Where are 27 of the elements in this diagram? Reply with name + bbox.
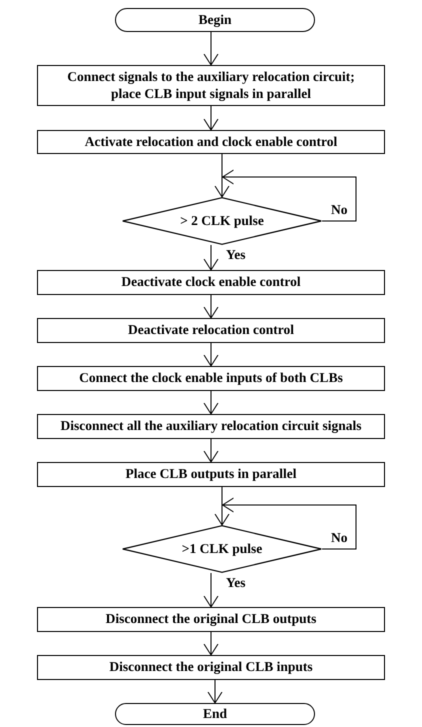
arrow [204, 632, 218, 656]
arrow [204, 342, 218, 366]
arrow [222, 498, 356, 550]
process-box: Place CLB outputs in parallel [37, 462, 385, 487]
arrow [204, 572, 218, 608]
arrow [204, 438, 218, 462]
process-box: Disconnect all the auxiliary relocation circuit signals [37, 414, 385, 439]
process-box: Deactivate relocation control [37, 318, 385, 343]
terminal-box: End [115, 703, 315, 725]
terminal-box: Begin [115, 8, 315, 32]
decision-diamond: > 2 CLK pulse [122, 197, 322, 245]
arrow [214, 154, 230, 198]
process-box: Disconnect the original CLB inputs [37, 655, 385, 680]
process-box: Connect signals to the auxiliary relocation circuit; place CLB input signals in parallel [37, 65, 385, 106]
process-box: Connect the clock enable inputs of both CLBs [37, 366, 385, 391]
arrow [204, 244, 218, 270]
arrow [214, 486, 230, 526]
arrow [204, 294, 218, 318]
arrow [208, 680, 222, 704]
arrow [222, 170, 356, 222]
decision-diamond: >1 CLK pulse [122, 525, 322, 573]
arrow [204, 390, 218, 414]
process-box: Activate relocation and clock enable control [37, 130, 385, 154]
arrow [204, 106, 218, 130]
arrow [204, 32, 218, 66]
process-box: Disconnect the original CLB outputs [37, 607, 385, 632]
process-box: Deactivate clock enable control [37, 270, 385, 295]
